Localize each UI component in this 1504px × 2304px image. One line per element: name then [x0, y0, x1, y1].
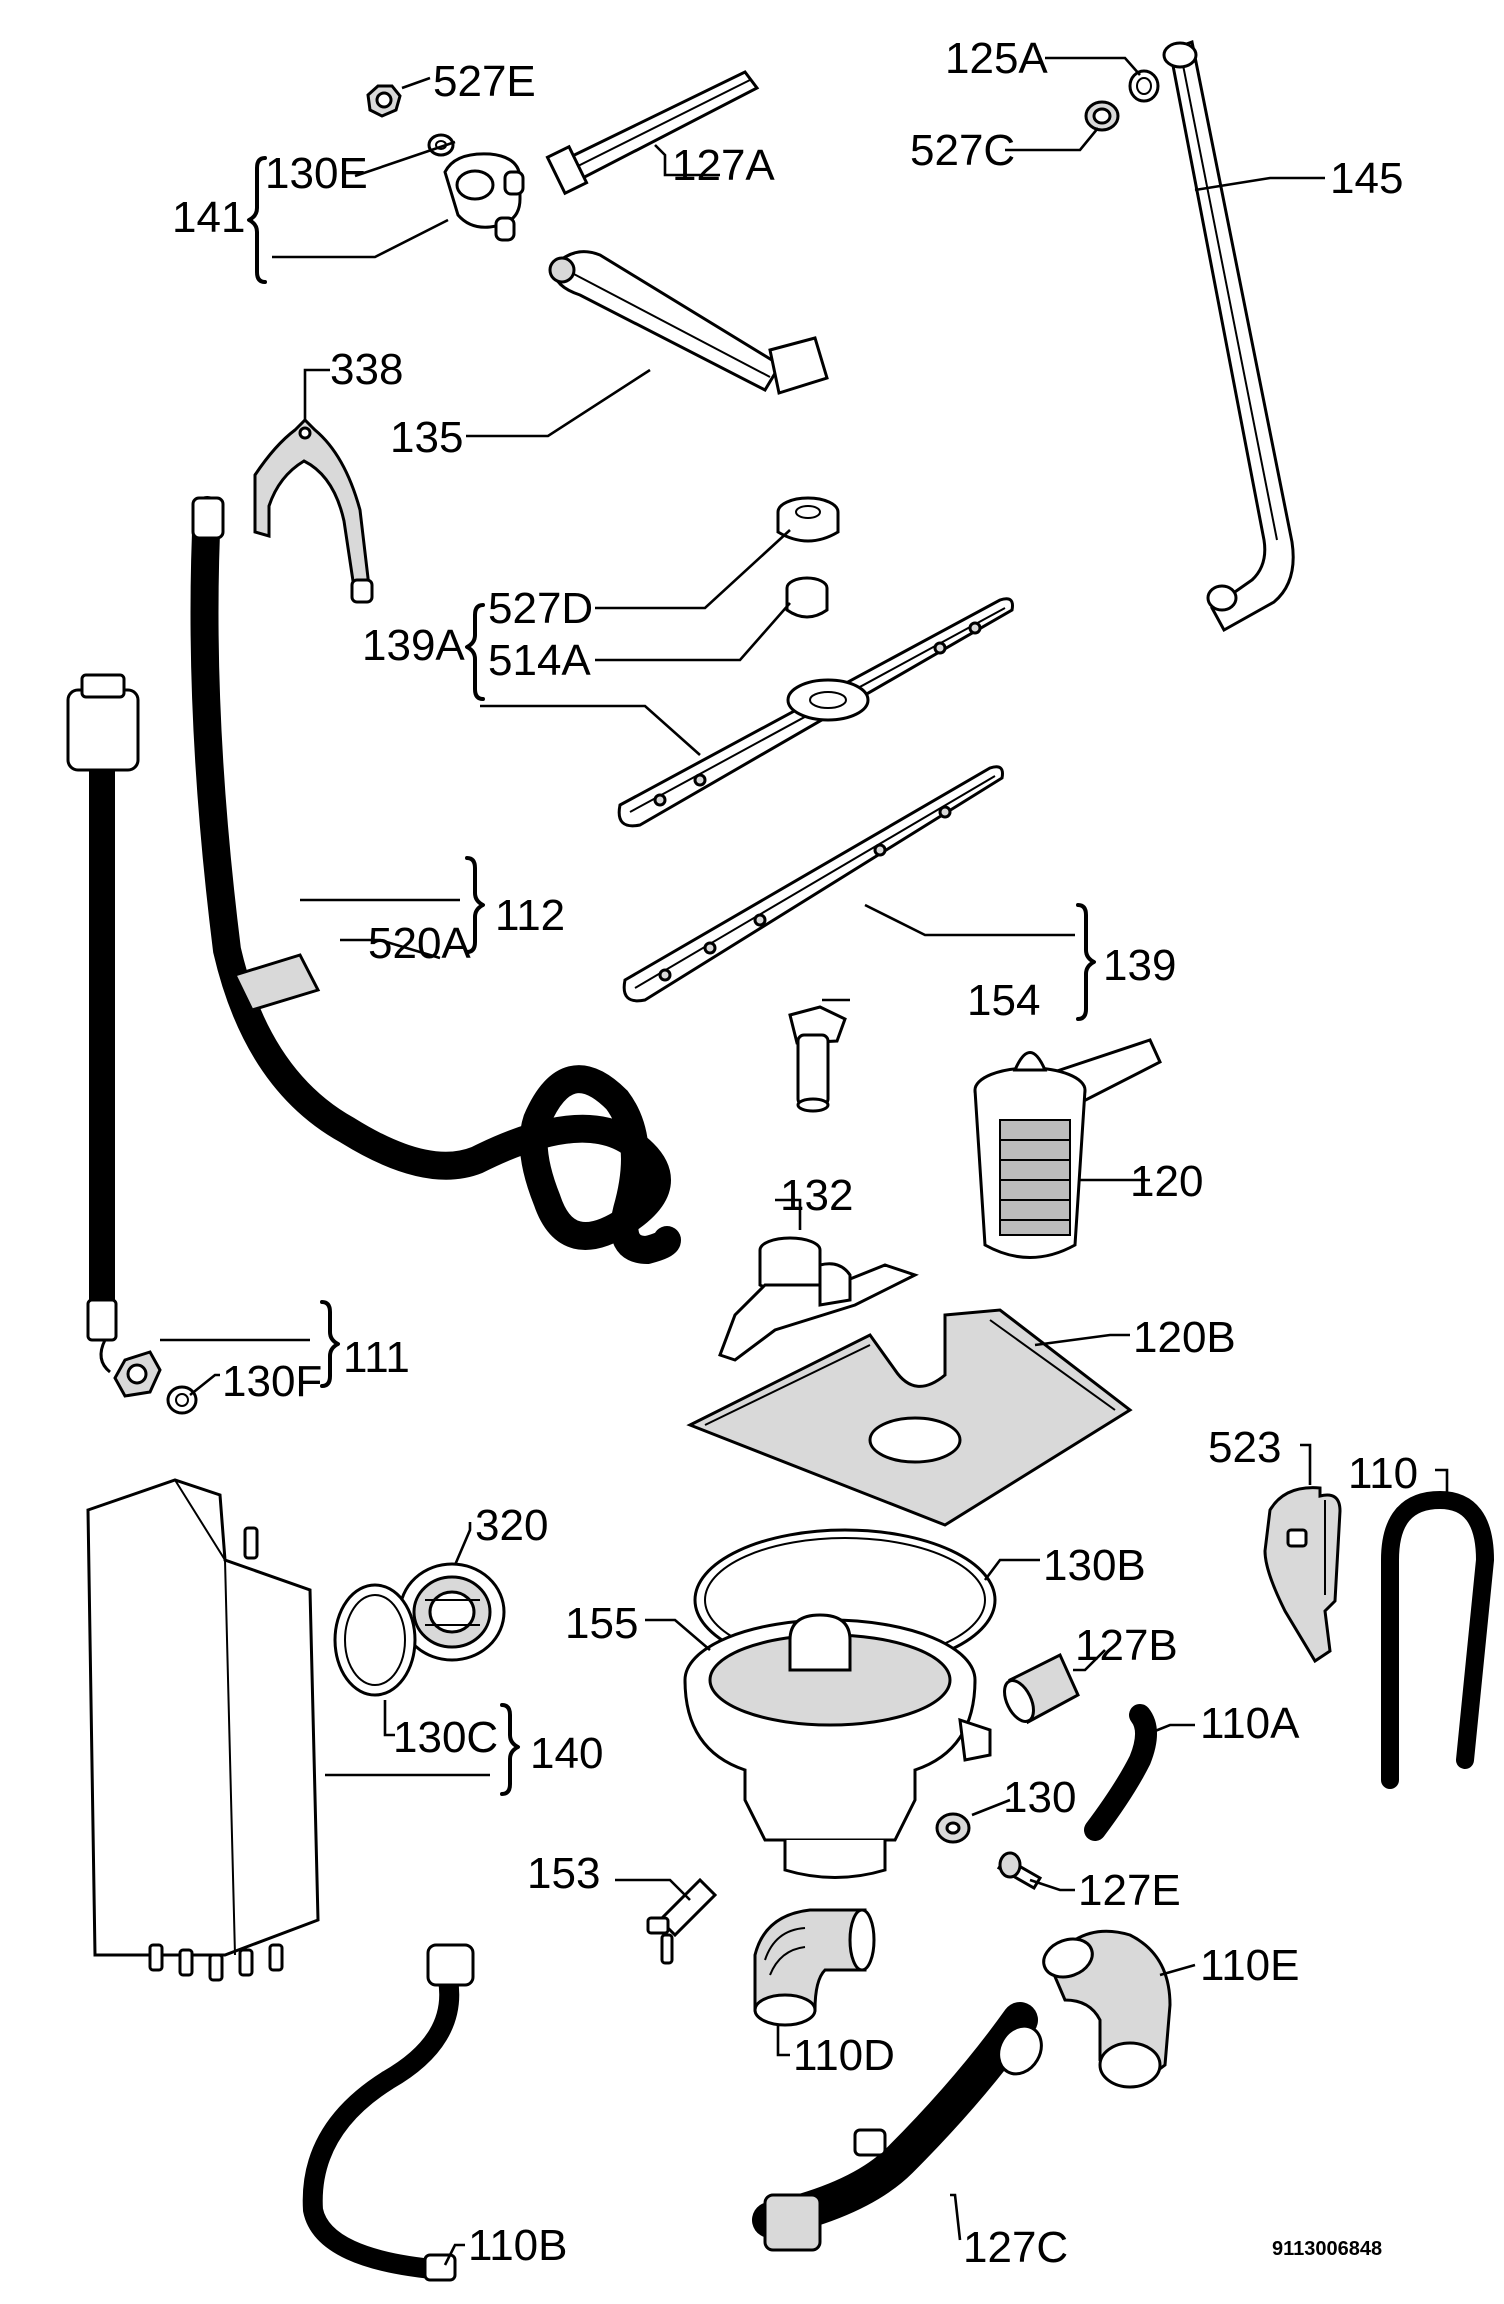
part-127C-bent-pipe [752, 2002, 1043, 2252]
label-110E: 110E [1200, 1941, 1300, 1990]
label-520A: 520A [368, 919, 471, 968]
label-141: 141 [172, 193, 245, 242]
part-110D-elbow [753, 1908, 876, 2027]
label-130C: 130C [393, 1713, 498, 1762]
label-120B: 120B [1133, 1313, 1236, 1362]
part-110E-elbow [1042, 1929, 1172, 2089]
label-145: 145 [1330, 154, 1403, 203]
label-120: 120 [1130, 1157, 1203, 1206]
label-125A: 125A [945, 34, 1048, 83]
label-132: 132 [780, 1171, 853, 1220]
label-153: 153 [527, 1849, 600, 1898]
part-110B-hose [302, 1943, 475, 2282]
label-527D: 527D [488, 584, 593, 633]
part-154-bearing [788, 1005, 847, 1113]
label-110: 110 [1348, 1449, 1418, 1498]
part-523-bracket [1263, 1486, 1342, 1664]
label-111: 111 [343, 1333, 410, 1382]
part-127B-sleeve [1003, 1652, 1080, 1725]
label-514A: 514A [488, 636, 591, 685]
part-139A-upper-spray-arm [617, 597, 1014, 828]
label-127C: 127C [963, 2223, 1068, 2272]
part-338-bracket [253, 417, 374, 604]
part-527C-nut [1084, 100, 1120, 132]
part-120-filter [973, 1038, 1162, 1259]
label-154: 154 [967, 976, 1040, 1025]
label-130: 130 [1003, 1773, 1076, 1822]
label-139A: 139A [362, 621, 465, 670]
label-127A: 127A [672, 141, 775, 190]
part-112-fill-hose [190, 496, 681, 1265]
label-110B: 110B [468, 2221, 568, 2270]
label-338: 338 [330, 345, 403, 394]
label-527C: 527C [910, 126, 1015, 175]
part-127E-fitting [996, 1851, 1043, 1891]
part-111-inlet-hose [66, 673, 198, 1415]
label-110A: 110A [1200, 1699, 1300, 1748]
part-139-lower-spray-arm [622, 765, 1004, 1003]
label-527E: 527E [433, 57, 536, 106]
label-155: 155 [565, 1599, 638, 1648]
label-127B: 127B [1075, 1621, 1178, 1670]
part-153-valve [646, 1877, 718, 1965]
label-139: 139 [1103, 941, 1176, 990]
label-135: 135 [390, 413, 463, 462]
part-527D-nut [776, 496, 840, 543]
label-127E: 127E [1078, 1866, 1181, 1915]
label-320: 320 [475, 1501, 548, 1550]
part-130C-ring [333, 1583, 417, 1697]
label-523: 523 [1208, 1423, 1281, 1472]
part-514A-bush [785, 576, 829, 619]
part-125A-ring [1128, 69, 1160, 103]
part-labels: 527E 130E 141 127A 125A 527C 145 338 135… [172, 34, 1418, 2272]
diagram-code: 9113006848 [1272, 2238, 1382, 2260]
part-120B-flat-filter [686, 1308, 1133, 1527]
part-527E-nut [366, 84, 402, 118]
label-130E: 130E [265, 149, 368, 198]
part-110A-small-hose [1084, 1704, 1157, 1841]
part-127A-pipe [545, 70, 760, 196]
part-132-connector [718, 1236, 919, 1362]
part-140-tank [86, 1478, 320, 1982]
label-112: 112 [495, 891, 565, 940]
label-110D: 110D [793, 2031, 895, 2080]
part-141-connector [443, 152, 525, 242]
part-130-washer [935, 1812, 971, 1844]
part-320-cap [398, 1562, 506, 1662]
leader-lines [160, 56, 1449, 2266]
part-155-sump [683, 1613, 992, 1879]
label-140: 140 [530, 1729, 603, 1778]
label-130B: 130B [1043, 1541, 1146, 1590]
part-110-loop-hose [1381, 1490, 1495, 1789]
part-145-tube [1162, 39, 1295, 633]
label-130F: 130F [222, 1357, 322, 1406]
part-135-arm [548, 250, 829, 395]
braces [247, 156, 1096, 1796]
